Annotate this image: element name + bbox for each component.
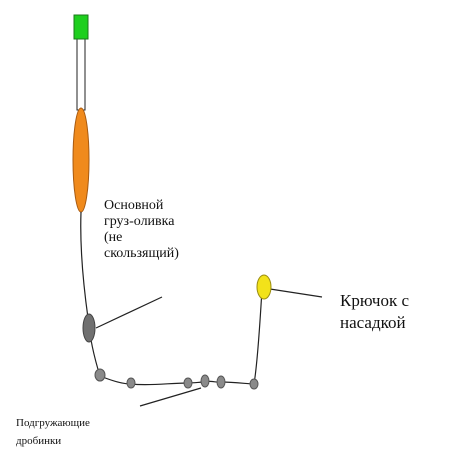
main-weight-label: Основной груз-оливка (не скользящий) [104,198,179,261]
hook-label: Крючок с насадкой [340,291,409,332]
shot-weight [200,374,210,388]
main-olive-weight [82,313,96,343]
shot-weight [94,368,106,382]
shot-weight [126,377,136,389]
shot-pointer-line [139,387,202,407]
shot-weight [249,378,259,390]
shot-weights [94,368,259,390]
shot-weight [216,375,226,389]
hook-pointer-line [269,288,323,298]
shot-weights-label: Подгружающие дробинки [16,417,90,447]
shot-weight [183,377,193,389]
hook-with-bait [256,274,272,300]
main-weight-pointer-line [95,296,163,329]
float-body [72,107,90,213]
float-antenna [76,37,86,111]
float-tip [73,14,89,40]
